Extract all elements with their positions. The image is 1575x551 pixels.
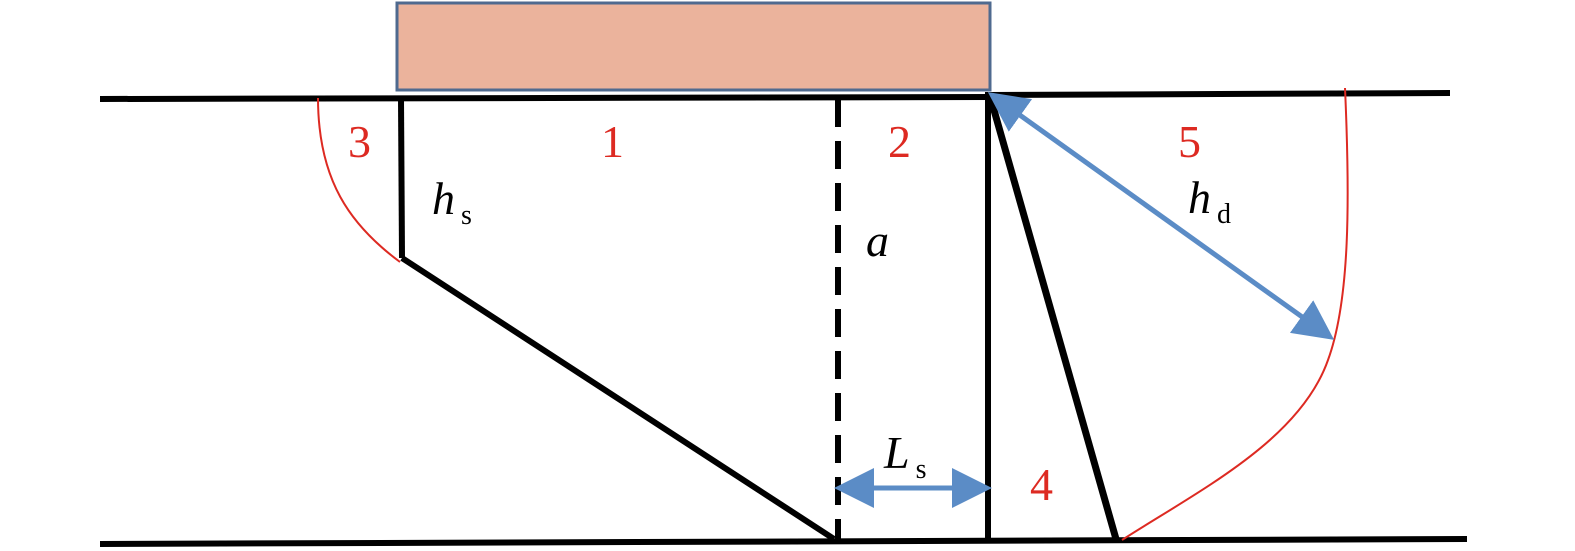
- label-ls-main: L: [883, 427, 910, 478]
- top-ground-line-right: [989, 90, 1451, 98]
- footing-block: [395, 1, 992, 92]
- label-a: a: [866, 215, 889, 266]
- zone-label-4: 4: [1030, 459, 1053, 510]
- zone5-curve: [1121, 87, 1349, 541]
- label-ls-sub: s: [916, 454, 927, 485]
- label-hd: h d: [1188, 172, 1231, 230]
- label-hs: h s: [432, 173, 472, 231]
- hd-arrow: [987, 92, 1335, 340]
- top-ground-line: [99, 94, 991, 102]
- zone-label-2: 2: [888, 116, 911, 167]
- zone-label-1: 1: [601, 116, 624, 167]
- label-hd-main: h: [1188, 172, 1211, 223]
- label-ls: L s: [883, 427, 927, 485]
- zone3-curve: [317, 97, 401, 263]
- zone-label-5: 5: [1178, 116, 1201, 167]
- zone3-vertical-line: [398, 98, 405, 259]
- inclined-failure-line: [400, 255, 836, 542]
- label-hs-sub: s: [461, 200, 472, 231]
- label-hs-main: h: [432, 173, 455, 224]
- label-hd-sub: d: [1217, 199, 1231, 230]
- zone4-inclined-line: [986, 95, 1120, 540]
- bottom-ground-line: [99, 536, 1468, 547]
- zone-label-3: 3: [348, 116, 371, 167]
